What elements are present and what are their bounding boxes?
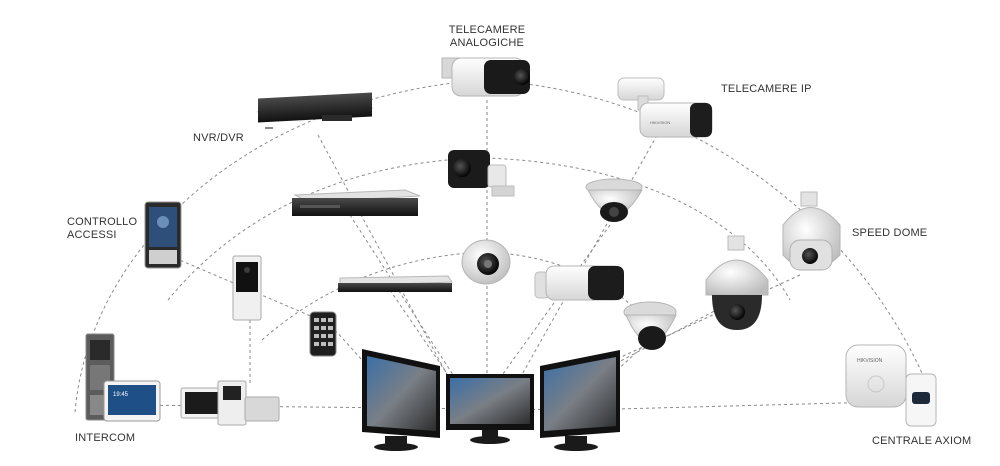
ip-bullet-camera-middle [534,265,624,301]
nvr-recorder-middle [292,189,421,216]
spoke-ptz [569,299,736,389]
label-access-control-line2: ACCESSI [67,229,117,241]
intercom-screen-clock: 19:45 [113,392,129,398]
label-analog-cameras: TELECAMERE ANALOGICHE [447,24,527,50]
label-speed-dome: SPEED DOME [852,227,928,239]
intercom-devices: 19:45 [85,333,280,426]
brand-text-axiom: HIKVISION [857,358,883,364]
analog-turret-camera [461,239,511,285]
label-analog-cameras-line1: TELECAMERE [448,24,526,36]
label-access-control-line1: CONTROLLO [67,216,138,228]
spoke-ip-mid [499,224,611,379]
label-axiom: CENTRALE AXIOM [872,435,972,447]
brand-text-ip-top: HIKVISION [650,120,670,125]
axiom-alarm-panel: HIKVISION [845,344,937,427]
analog-bullet-camera-small [448,150,515,197]
monitor-left [362,349,440,451]
label-intercom: INTERCOM [75,432,136,444]
label-analog-cameras-line2: ANALOGICHE [449,37,525,49]
monitor-right [540,350,620,451]
speed-dome-camera [782,191,841,271]
nvr-recorder-lower [338,275,453,292]
spoke-nvr-top [317,134,451,381]
label-access-control: CONTROLLO ACCESSI [67,216,137,242]
access-door-panel [232,255,262,321]
access-control-terminal [144,201,182,269]
spoke-nvr-mid [349,214,456,379]
monitor-center [446,374,534,444]
access-keypad-reader [309,311,337,357]
label-nvr-dvr: NVR/DVR [193,132,244,144]
ip-dome-camera-small [623,301,677,350]
label-ip-cameras: TELECAMERE IP [721,83,812,95]
ip-dome-camera [585,178,643,222]
ptz-dome-camera [705,235,769,330]
ip-bullet-camera-top: HIKVISION [617,77,713,138]
analog-bullet-camera-top [441,57,530,97]
nvr-recorder-top [256,92,374,129]
